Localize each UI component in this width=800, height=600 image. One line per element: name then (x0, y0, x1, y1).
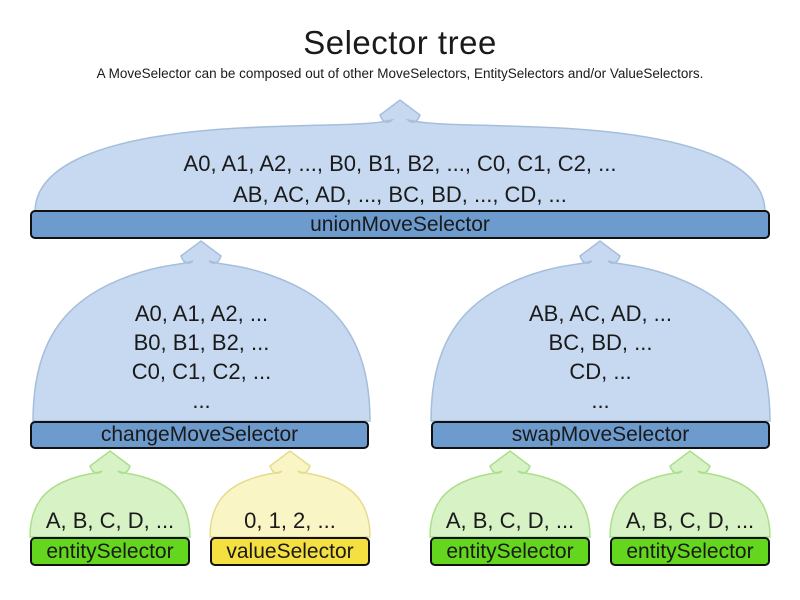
swap-moves-line-4: ... (591, 388, 610, 413)
entity-selector-mid-label: entitySelector (446, 539, 574, 563)
union-move-selector-bar: unionMoveSelector (30, 210, 770, 239)
entity-selector-right-bar: entitySelector (610, 537, 770, 566)
swap-moves-list: AB, AC, AD, ... BC, BD, ... CD, ... ... (431, 299, 770, 415)
entity-left-items: A, B, C, D, ... (45, 508, 175, 533)
union-moves-list: A0, A1, A2, ..., B0, B1, B2, ..., C0, C1… (30, 148, 770, 210)
change-funnel-arrow-shape (32, 240, 371, 422)
swap-move-selector-bar: swapMoveSelector (431, 421, 770, 449)
union-moves-line-1: A0, A1, A2, ..., B0, B1, B2, ..., C0, C1… (183, 151, 617, 176)
entity-selector-left-bar: entitySelector (30, 537, 190, 566)
change-moves-line-3: C0, C1, C2, ... (131, 359, 272, 384)
entity-selector-right-label: entitySelector (626, 539, 754, 563)
entity-mid-items: A, B, C, D, ... (445, 508, 575, 533)
change-move-selector-label: changeMoveSelector (100, 423, 299, 446)
swap-moves-line-1: AB, AC, AD, ... (528, 301, 673, 326)
swap-funnel-arrow-shape (430, 240, 771, 422)
change-moves-line-2: B0, B1, B2, ... (133, 330, 270, 355)
change-moves-line-4: ... (192, 388, 211, 413)
entity-selector-left-label: entitySelector (46, 539, 174, 563)
swap-moves-line-2: BC, BD, ... (548, 330, 653, 355)
value-selector-label: valueSelector (226, 539, 354, 563)
change-moves-list: A0, A1, A2, ... B0, B1, B2, ... C0, C1, … (33, 299, 370, 415)
swap-move-selector-label: swapMoveSelector (511, 423, 690, 446)
value-left-funnel-arrow-shape (209, 450, 371, 538)
change-moves-line-1: A0, A1, A2, ... (134, 301, 269, 326)
union-moves-line-2: AB, AC, AD, ..., BC, BD, ..., CD, ... (233, 182, 567, 207)
page-subtitle: A MoveSelector can be composed out of ot… (96, 66, 704, 81)
page-title: Selector tree (303, 24, 497, 61)
value-left-items: 0, 1, 2, ... (244, 508, 336, 533)
entity-right-funnel-arrow-shape (609, 450, 771, 538)
entity-left-funnel-arrow-shape (29, 450, 191, 538)
entity-right-items: A, B, C, D, ... (625, 508, 755, 533)
union-funnel-arrow-shape (34, 99, 766, 212)
value-selector-bar: valueSelector (210, 537, 370, 566)
change-move-selector-bar: changeMoveSelector (30, 421, 369, 449)
swap-moves-line-3: CD, ... (569, 359, 632, 384)
entity-mid-funnel-arrow-shape (429, 450, 591, 538)
entity-selector-mid-bar: entitySelector (430, 537, 590, 566)
union-move-selector-label: unionMoveSelector (310, 212, 490, 236)
